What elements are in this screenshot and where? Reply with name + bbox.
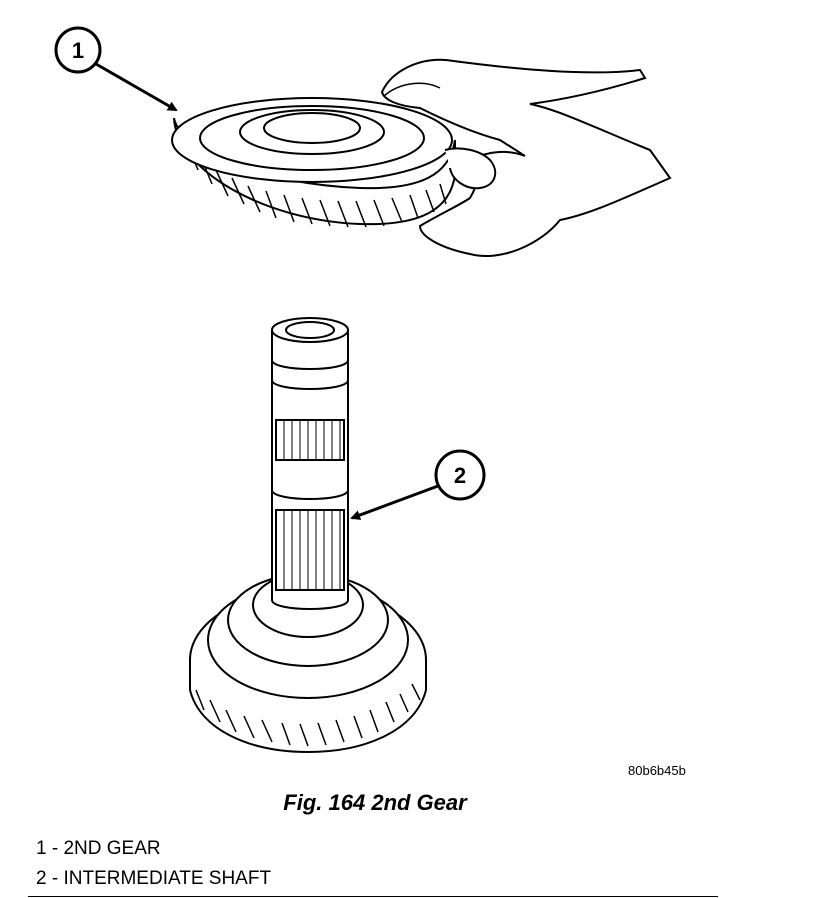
legend-item-1-text: 2ND GEAR bbox=[63, 838, 161, 859]
intermediate-shaft-drawing bbox=[189, 317, 427, 754]
callout-1-leader bbox=[95, 62, 178, 112]
second-gear-drawing bbox=[171, 58, 672, 257]
callout-2-circle bbox=[434, 449, 486, 501]
figure-caption: Fig. 164 2nd Gear bbox=[283, 790, 467, 815]
legend-item-1-number: 1 bbox=[36, 838, 47, 859]
callout-2-number: 2 bbox=[454, 463, 466, 488]
legend-item-1: 1 - 2ND GEAR bbox=[36, 834, 271, 864]
callout-2: 2 bbox=[350, 449, 486, 520]
bottom-rule bbox=[28, 896, 718, 897]
figure-id: 80b6b45b bbox=[628, 763, 686, 778]
legend: 1 - 2ND GEAR 2 - INTERMEDIATE SHAFT bbox=[36, 834, 271, 894]
legend-item-1-separator: - bbox=[46, 838, 64, 859]
legend-item-2-text: INTERMEDIATE SHAFT bbox=[63, 868, 272, 889]
callout-1-number: 1 bbox=[72, 38, 84, 63]
callout-2-leader bbox=[350, 484, 439, 520]
callout-1-circle bbox=[54, 26, 102, 74]
legend-item-2: 2 - INTERMEDIATE SHAFT bbox=[36, 864, 271, 894]
legend-item-2-separator: - bbox=[46, 868, 64, 889]
callout-1: 1 bbox=[54, 26, 178, 112]
legend-item-2-number: 2 bbox=[36, 868, 47, 889]
gear-illustration: 1 2 bbox=[54, 26, 672, 754]
